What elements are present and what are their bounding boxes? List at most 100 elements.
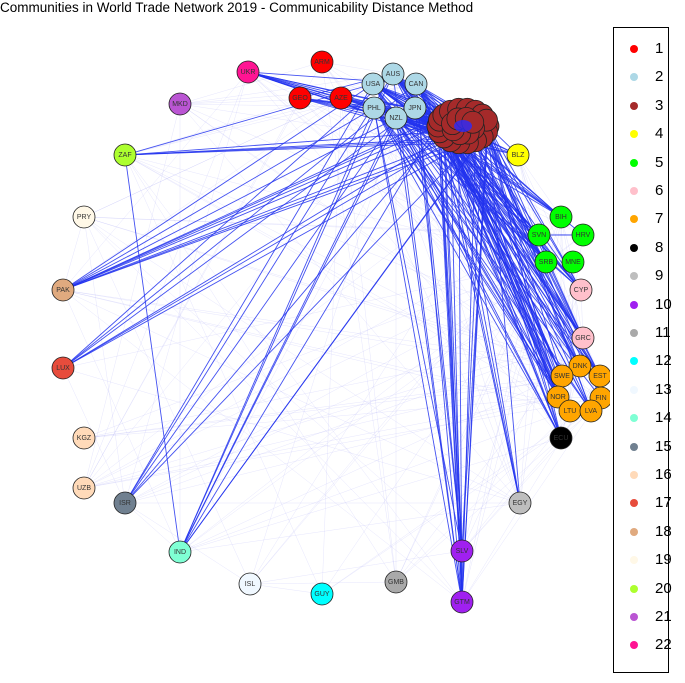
legend-swatch bbox=[630, 215, 638, 224]
node-circle bbox=[168, 540, 192, 564]
node-lux: LUX bbox=[51, 356, 75, 380]
node-circle bbox=[534, 250, 558, 274]
legend-item: 10 bbox=[614, 296, 672, 316]
edge bbox=[124, 131, 440, 156]
legend-label: 19 bbox=[655, 551, 672, 569]
edge bbox=[443, 136, 582, 291]
node-label: SVN bbox=[532, 232, 546, 239]
node-label: USA bbox=[366, 81, 381, 88]
node-blz: BLZ bbox=[506, 143, 530, 167]
edges-layer bbox=[62, 61, 602, 603]
node-label: SLV bbox=[456, 548, 469, 555]
edge bbox=[321, 97, 342, 595]
node-circle bbox=[361, 72, 385, 96]
legend-swatch bbox=[630, 158, 638, 167]
legend-label: 5 bbox=[655, 153, 664, 171]
edge bbox=[83, 337, 584, 439]
edge bbox=[450, 140, 521, 504]
edge bbox=[179, 397, 602, 553]
legend-item: 9 bbox=[614, 267, 670, 287]
node-label: GRC bbox=[575, 335, 591, 342]
edge bbox=[249, 550, 463, 585]
node-mkd: MKD bbox=[168, 92, 192, 116]
node-label: AZE bbox=[334, 95, 348, 102]
legend-label: 1 bbox=[655, 40, 664, 57]
legend-label: 18 bbox=[655, 522, 672, 540]
edge bbox=[179, 103, 521, 504]
node-ukr: UKR bbox=[236, 60, 260, 84]
legend-swatch bbox=[630, 613, 638, 621]
edge bbox=[450, 140, 584, 339]
node-label: KGZ bbox=[77, 435, 92, 442]
node-label: ISR bbox=[119, 500, 131, 507]
edge bbox=[437, 125, 559, 398]
node-circle bbox=[310, 50, 334, 74]
edge bbox=[62, 107, 375, 291]
node-bih: BIH bbox=[549, 205, 573, 229]
node-circle bbox=[450, 590, 474, 614]
node-usa: USA bbox=[361, 72, 385, 96]
legend-swatch bbox=[630, 300, 638, 309]
edge bbox=[458, 142, 584, 339]
edge bbox=[124, 337, 584, 504]
edge bbox=[124, 154, 571, 412]
edge bbox=[62, 114, 445, 291]
edge bbox=[83, 216, 251, 585]
node-circle bbox=[72, 476, 96, 500]
edge bbox=[450, 140, 463, 603]
node-hrv: HRV bbox=[571, 223, 595, 247]
node-gtm: GTM bbox=[450, 590, 474, 614]
edge bbox=[443, 136, 563, 377]
edge bbox=[83, 375, 563, 439]
node-circle bbox=[571, 326, 595, 350]
legend-item: 16 bbox=[614, 466, 672, 486]
edge bbox=[475, 140, 581, 367]
node-grc: GRC bbox=[571, 326, 595, 350]
edge bbox=[415, 83, 463, 552]
edge bbox=[415, 83, 463, 603]
legend-swatch bbox=[630, 499, 638, 508]
edge bbox=[62, 216, 85, 291]
legend-label: 14 bbox=[655, 409, 672, 427]
node-guy: GUY bbox=[310, 582, 334, 606]
legend-label: 11 bbox=[655, 324, 671, 341]
node-label: DNK bbox=[573, 363, 588, 370]
legend-swatch bbox=[630, 243, 638, 252]
edge bbox=[517, 154, 562, 218]
edge bbox=[179, 103, 547, 263]
legend-item: 15 bbox=[614, 438, 672, 458]
node-circle bbox=[329, 86, 353, 110]
legend-label: 6 bbox=[655, 182, 664, 199]
edge bbox=[179, 97, 342, 105]
node-label: NOR bbox=[550, 394, 566, 401]
legend-item: 5 bbox=[614, 154, 670, 174]
node-uzb: UZB bbox=[72, 476, 96, 500]
node-isr: ISR bbox=[113, 491, 137, 515]
edge bbox=[373, 107, 463, 552]
edge bbox=[124, 71, 249, 504]
legend-item: 18 bbox=[614, 522, 672, 543]
edge bbox=[519, 234, 540, 504]
node-circle bbox=[571, 223, 595, 247]
edge bbox=[373, 107, 463, 603]
node-slv: SLV bbox=[450, 539, 474, 563]
edge bbox=[179, 117, 397, 553]
legend-item: 20 bbox=[614, 580, 672, 600]
node-circle bbox=[288, 86, 312, 110]
edge bbox=[83, 396, 559, 439]
node-label: HRV bbox=[576, 232, 591, 239]
node-circle bbox=[72, 205, 96, 229]
edge bbox=[443, 114, 563, 377]
edge bbox=[247, 71, 601, 377]
edge bbox=[83, 97, 342, 218]
legend-item: 4 bbox=[614, 125, 670, 145]
legend-swatch bbox=[630, 130, 638, 139]
edge bbox=[62, 131, 440, 291]
edge bbox=[62, 289, 601, 377]
edge bbox=[321, 61, 394, 75]
edge bbox=[179, 119, 440, 553]
edge bbox=[124, 131, 440, 504]
edge bbox=[340, 97, 397, 583]
node-circle bbox=[561, 250, 585, 274]
